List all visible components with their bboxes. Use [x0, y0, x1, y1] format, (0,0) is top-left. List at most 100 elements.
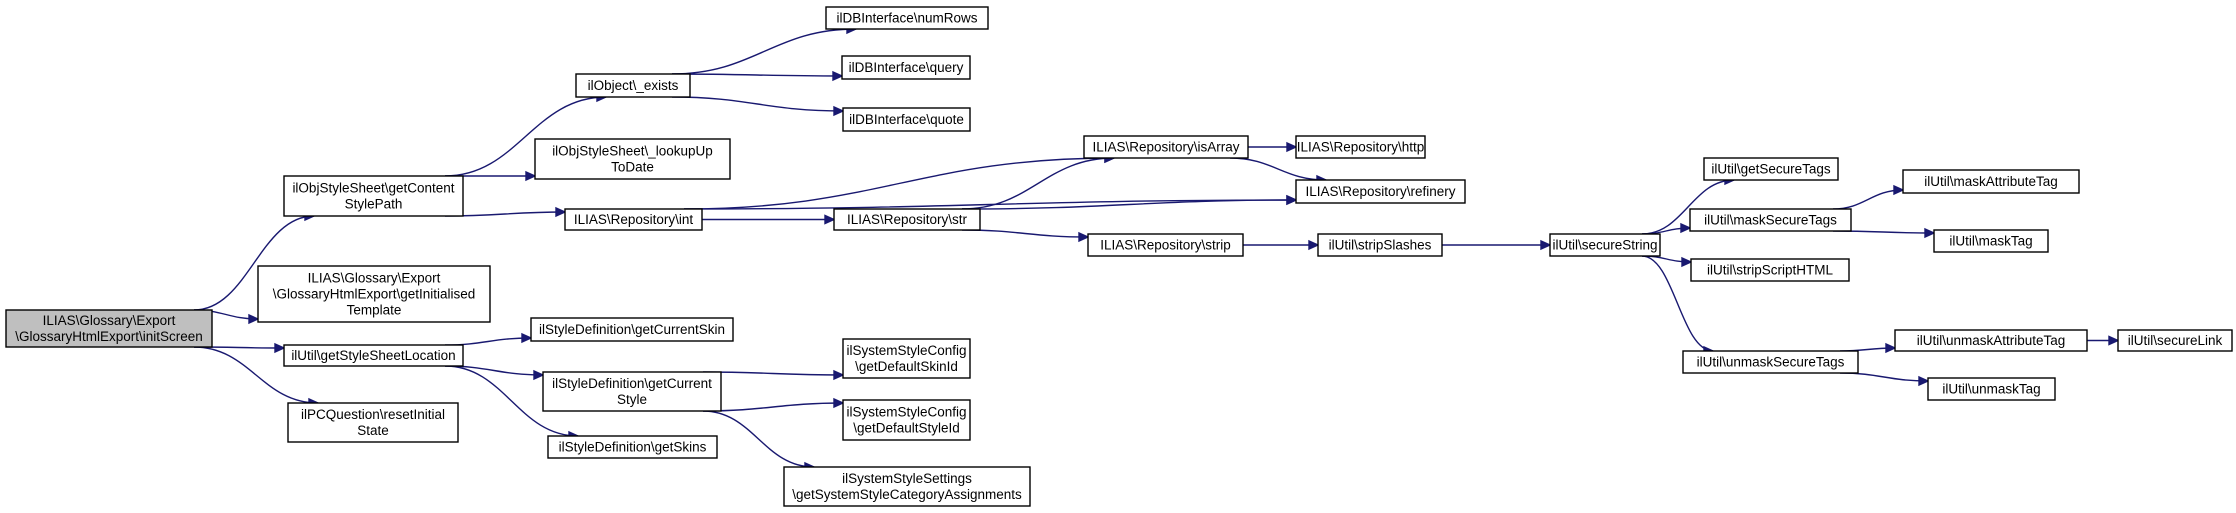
- node-box: [5, 309, 213, 348]
- node-box: [842, 399, 971, 441]
- node-repo-str[interactable]: ILIAS\Repository\str: [833, 208, 981, 231]
- node-get-style-sheet-location[interactable]: ilUtil\getStyleSheetLocation: [283, 344, 464, 367]
- node-unmask-attribute-tag[interactable]: ilUtil\unmaskAttributeTag: [1894, 329, 2088, 352]
- node-box: [283, 175, 464, 217]
- node-label-line: ilUtil\unmaskSecureTags: [1697, 354, 1845, 369]
- node-label-line: ilStyleDefinition\getCurrentSkin: [539, 322, 725, 337]
- node-mask-attribute-tag[interactable]: ilUtil\maskAttributeTag: [1902, 169, 2080, 194]
- edge-repo-str-to-strip: [961, 229, 1090, 243]
- edge-exists-to-query: [671, 70, 844, 82]
- node-label-line: ILIAS\Repository\http: [1297, 139, 1425, 154]
- node-unmask-tag[interactable]: ilUtil\unmaskTag: [1927, 377, 2056, 401]
- node-http[interactable]: ILIAS\Repository\http: [1295, 135, 1426, 159]
- node-box: [833, 208, 981, 231]
- node-box: [1703, 157, 1839, 181]
- node-label-line: Style: [617, 392, 647, 407]
- node-get-current-skin[interactable]: ilStyleDefinition\getCurrentSkin: [530, 317, 734, 342]
- node-box: [287, 402, 459, 443]
- node-unmask-secure-tags[interactable]: ilUtil\unmaskSecureTags: [1682, 350, 1859, 374]
- edge-get-style-sheet-location-to-get-current-skin: [444, 332, 533, 346]
- node-exists[interactable]: ilObject\_exists: [575, 73, 691, 98]
- node-box: [1295, 179, 1466, 204]
- edge-mask-secure-tags-to-mask-attribute-tag: [1832, 184, 1905, 210]
- node-label-line: ilStyleDefinition\getCurrent: [552, 376, 712, 391]
- node-box: [842, 338, 971, 379]
- node-label-line: ILIAS\Repository\strip: [1100, 237, 1231, 252]
- node-secure-string[interactable]: ilUtil\secureString: [1549, 233, 1661, 257]
- edge-repo-int-to-is-array: [683, 152, 1116, 210]
- edge-repo-str-to-refinery: [961, 194, 1298, 210]
- node-box: [547, 435, 718, 459]
- node-box: [1682, 350, 1859, 374]
- node-get-default-skin-id[interactable]: ilSystemStyleConfig\getDefaultSkinId: [842, 338, 971, 379]
- node-mask-secure-tags[interactable]: ilUtil\maskSecureTags: [1689, 208, 1852, 232]
- edge-get-current-style-to-get-default-style-id: [702, 397, 845, 412]
- node-box: [1295, 135, 1426, 159]
- node-repo-int[interactable]: ILIAS\Repository\int: [564, 208, 703, 231]
- node-num-rows[interactable]: ilDBInterface\numRows: [825, 6, 989, 30]
- node-box: [564, 208, 703, 231]
- node-label-line: ilUtil\secureString: [1552, 237, 1657, 252]
- node-label-line: ilUtil\stripScriptHTML: [1707, 262, 1834, 277]
- edge-repo-int-to-repo-str: [702, 214, 836, 225]
- node-get-default-style-id[interactable]: ilSystemStyleConfig\getDefaultStyleId: [842, 399, 971, 441]
- edge-exists-to-quote: [671, 96, 845, 117]
- node-label-line: \GlossaryHtmlExport\initScreen: [15, 329, 203, 344]
- node-secure-link[interactable]: ilUtil\secureLink: [2117, 329, 2233, 352]
- node-label-line: ILIAS\Glossary\Export: [43, 313, 176, 328]
- node-box: [1317, 233, 1443, 257]
- node-label-line: ilUtil\maskAttributeTag: [1924, 174, 2058, 189]
- node-strip[interactable]: ILIAS\Repository\strip: [1087, 233, 1244, 257]
- edge-get-current-style-to-get-system-style-category-assignments: [702, 410, 816, 473]
- node-strip-slashes[interactable]: ilUtil\stripSlashes: [1317, 233, 1443, 257]
- node-label-line: ilPCQuestion\resetInitial: [301, 407, 445, 422]
- node-label-line: \getDefaultStyleId: [853, 420, 960, 435]
- node-label-line: ilDBInterface\numRows: [836, 10, 977, 25]
- node-get-secure-tags[interactable]: ilUtil\getSecureTags: [1703, 157, 1839, 181]
- node-label-line: ilUtil\getSecureTags: [1711, 161, 1831, 176]
- node-label-line: ilUtil\getStyleSheetLocation: [291, 348, 455, 363]
- node-box: [825, 6, 989, 30]
- node-label-line: ilSystemStyleConfig: [846, 343, 966, 358]
- edge-unmask-secure-tags-to-unmask-tag: [1839, 372, 1930, 387]
- node-box: [534, 138, 731, 180]
- node-label-line: ilStyleDefinition\getSkins: [559, 439, 707, 454]
- edge-unmask-attribute-tag-to-secure-link: [2086, 335, 2120, 346]
- node-box: [1083, 135, 1249, 159]
- node-root[interactable]: ILIAS\Glossary\Export\GlossaryHtmlExport…: [5, 309, 213, 348]
- node-box: [841, 55, 971, 80]
- node-is-array[interactable]: ILIAS\Repository\isArray: [1083, 135, 1249, 159]
- node-box: [1902, 169, 2080, 194]
- node-strip-script-html[interactable]: ilUtil\stripScriptHTML: [1690, 258, 1850, 282]
- node-label-line: ilDBInterface\query: [849, 60, 964, 75]
- node-box: [842, 107, 971, 132]
- node-mask-tag[interactable]: ilUtil\maskTag: [1933, 229, 2049, 253]
- node-label-line: Template: [347, 302, 402, 317]
- node-query[interactable]: ilDBInterface\query: [841, 55, 971, 80]
- node-get-initialised-template[interactable]: ILIAS\Glossary\Export\GlossaryHtmlExport…: [257, 265, 491, 323]
- node-box: [1087, 233, 1244, 257]
- node-label-line: \GlossaryHtmlExport\getInitialised: [273, 286, 476, 301]
- edge-strip-slashes-to-secure-string: [1442, 239, 1552, 251]
- node-box: [283, 344, 464, 367]
- node-label-line: ilUtil\stripSlashes: [1329, 237, 1432, 252]
- edge-secure-string-to-mask-secure-tags: [1641, 222, 1692, 235]
- node-quote[interactable]: ilDBInterface\quote: [842, 107, 971, 132]
- edge-repo-str-to-is-array: [961, 152, 1116, 210]
- node-box: [575, 73, 691, 98]
- node-get-system-style-category-assignments[interactable]: ilSystemStyleSettings\getSystemStyleCate…: [783, 466, 1031, 507]
- node-label-line: ilUtil\unmaskTag: [1942, 381, 2040, 396]
- node-refinery[interactable]: ILIAS\Repository\refinery: [1295, 179, 1466, 204]
- edge-repo-int-to-refinery: [683, 194, 1298, 210]
- node-box: [783, 466, 1031, 507]
- node-label-line: ILIAS\Repository\int: [574, 212, 694, 227]
- node-box: [1894, 329, 2088, 352]
- node-box: [257, 265, 491, 323]
- node-label-line: ilUtil\maskTag: [1949, 233, 2032, 248]
- node-get-skins[interactable]: ilStyleDefinition\getSkins: [547, 435, 718, 459]
